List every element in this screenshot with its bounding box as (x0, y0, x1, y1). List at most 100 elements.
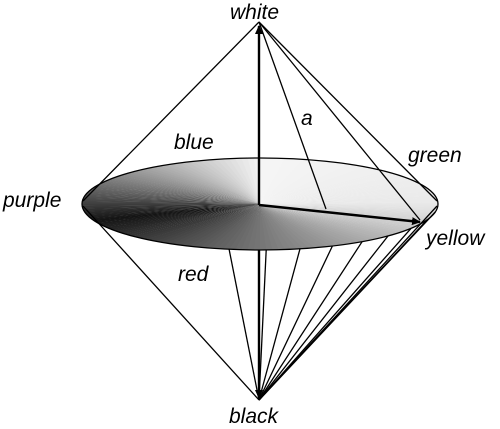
disk-shade-sector (82, 158, 260, 204)
cone-edge-bottom-left (82, 205, 260, 401)
disk-shade-sector (116, 204, 260, 250)
fan-line (258, 227, 412, 401)
disk-shade-sector (260, 204, 420, 250)
fan-line (258, 241, 363, 401)
disk-shade-sector (257, 158, 275, 204)
disk-shade-sector (82, 158, 260, 204)
disk-shade-sector (260, 158, 438, 204)
disk-shade-sector (89, 204, 260, 250)
disk-shade-sector (260, 204, 438, 245)
disk-shade-sector (260, 204, 438, 250)
disk-shade-sector (82, 158, 260, 204)
hue-disk (82, 158, 438, 250)
disk-shade-sector (260, 204, 438, 223)
disk-shade-sector (82, 185, 260, 204)
disk-shade-sector (82, 204, 260, 250)
disk-shade-sector (87, 158, 260, 204)
disk-shade-sector (187, 204, 260, 250)
disk-shade-sector (260, 158, 290, 204)
disk-shade-sector (82, 200, 260, 205)
cone-edge-top-left (82, 21, 260, 202)
fan-line (258, 245, 333, 401)
disk-shade-sector (260, 203, 438, 208)
disk-shade-sector (216, 204, 260, 250)
label-yellow: yellow (424, 227, 486, 250)
disk-shade-sector (230, 204, 260, 250)
white-to-disk-line (258, 21, 327, 210)
disk-shade-sector (82, 163, 260, 204)
disk-shade-sector (82, 159, 260, 204)
disk-shade-sector (260, 158, 418, 204)
disk-shade-sector (82, 204, 260, 250)
disk-shade-sector (100, 158, 260, 204)
disk-shade-sector (260, 204, 438, 216)
label-green: green (408, 144, 462, 167)
label-red: red (178, 263, 210, 286)
disk-shade-sector (260, 158, 438, 204)
fan-line (228, 249, 260, 401)
disk-shade-sector (260, 158, 376, 204)
disk-shade-sector (102, 204, 260, 250)
disk-shade-sector (82, 188, 260, 204)
fan-line (258, 248, 301, 401)
label-blue: blue (174, 131, 214, 154)
disk-shade-sector (260, 204, 438, 250)
disk-shade-sector (260, 158, 438, 204)
disk-shade-sector (82, 204, 260, 249)
disk-shade-sector (260, 158, 431, 204)
white-to-yellow-line (258, 21, 421, 221)
disk-shade-sector (82, 204, 260, 250)
label-white: white (230, 1, 279, 24)
disk-shade-sector (260, 204, 438, 250)
disk-shade-sector (260, 204, 438, 242)
disk-shade-sector (172, 204, 260, 250)
disk-shade-sector (82, 158, 260, 204)
disk-shade-sector (260, 158, 438, 204)
disk-shade-sector (82, 204, 260, 250)
disk-shade-sector (82, 204, 260, 250)
disk-shade-sector (144, 204, 260, 250)
disk-shade-sector (260, 158, 404, 204)
disk-shade-sector (260, 204, 438, 238)
disk-shade-sector (82, 166, 260, 204)
disk-shade-sector (260, 158, 333, 204)
cone-edge-top-right (258, 21, 438, 202)
disk-shade-sector (260, 158, 438, 204)
disk-shade-sector (130, 204, 260, 250)
disk-shade-sector (260, 204, 438, 250)
disk-shade-sector (260, 159, 438, 204)
disk-shade-sector (260, 158, 304, 204)
disk-shade-sector (260, 158, 390, 204)
disk-shade-sector (82, 158, 260, 204)
disk-shade-sector (82, 204, 260, 250)
disk-shade-sector (260, 204, 438, 250)
hue-vector-arrow (258, 203, 421, 226)
disk-shade-sector (260, 204, 438, 250)
disk-shade-sector (82, 158, 260, 204)
fan-line (258, 211, 436, 401)
disk-shade-sector (260, 158, 362, 204)
disk-shade-sector (260, 204, 438, 220)
disk-shade-sector (260, 204, 438, 250)
disk-shade-sector (82, 158, 260, 204)
disk-shade-sector (82, 204, 260, 250)
disk-shade-sector (82, 192, 260, 204)
disk-shade-sector (260, 204, 433, 250)
disk-shade-sector (245, 204, 263, 250)
fan-line (258, 235, 389, 401)
disk-shade-sector (260, 162, 438, 204)
disk-shade-sector (82, 177, 260, 204)
disk-shade-sector (82, 158, 260, 204)
disk-shade-sector (158, 204, 260, 250)
disk-shade-sector (82, 181, 260, 204)
disk-shade-sector (82, 158, 260, 204)
black-apex-fan (228, 211, 436, 401)
disk-shade-sector (260, 204, 438, 250)
disk-shade-sector (82, 158, 260, 204)
disk-shade-sector (260, 204, 438, 212)
disk-shade-sector (260, 158, 438, 204)
disk-shade-sector (260, 158, 438, 204)
disk-shade-sector (260, 158, 319, 204)
disk-shade-sector (82, 204, 260, 246)
